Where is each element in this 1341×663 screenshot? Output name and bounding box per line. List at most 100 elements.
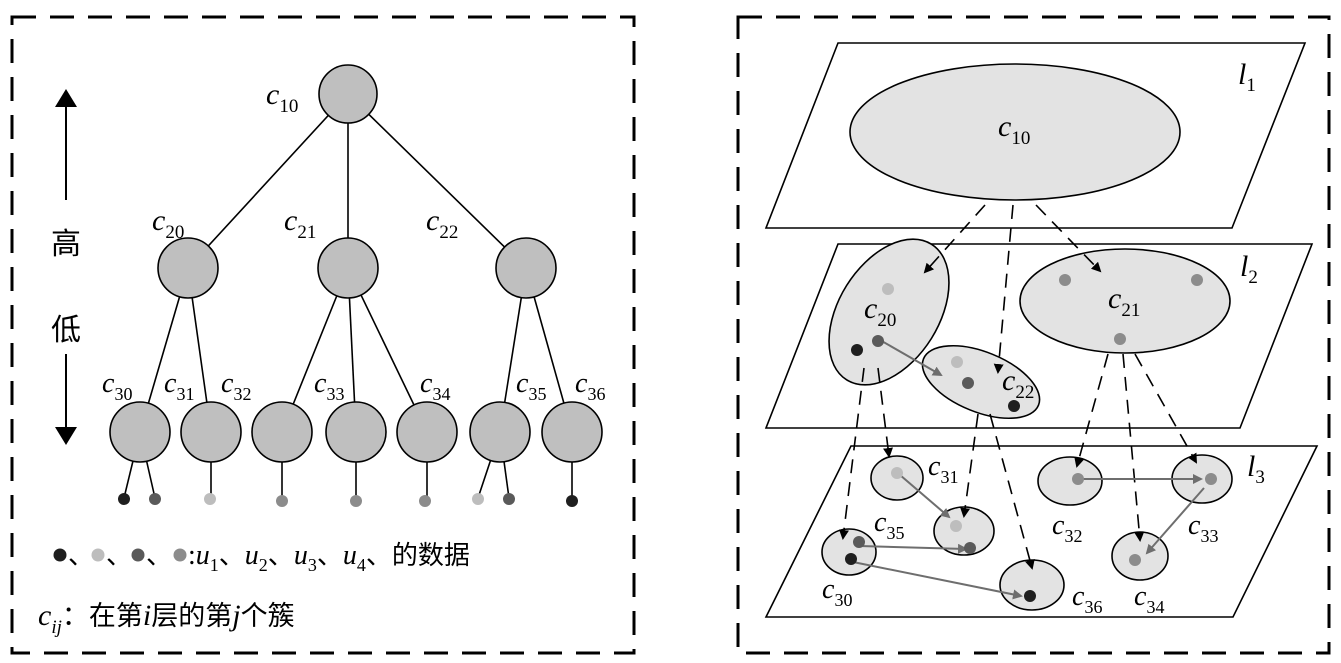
dot-u4 <box>1129 554 1141 566</box>
node-c35 <box>469 401 531 463</box>
legend-sep: 、 <box>146 541 172 571</box>
label-c32: c32 <box>221 368 251 404</box>
dot-u1 <box>1008 400 1020 412</box>
label-c35: c35 <box>516 368 546 404</box>
data-arrows <box>852 339 1205 600</box>
arrow-c33-c34 <box>1145 487 1205 555</box>
edge-c10-c20 <box>187 93 349 269</box>
cluster-c21 <box>1019 248 1231 354</box>
legend-dot-u1 <box>53 548 67 562</box>
label-c22: c22 <box>1002 364 1034 403</box>
arrow-c30-c36 <box>852 561 1023 600</box>
leaf-dot-u4 <box>419 495 431 507</box>
leaf-dot-u3 <box>149 493 161 505</box>
label-c35: c35 <box>874 507 904 543</box>
tree-labels: c10 c20 c21 c22 c30 c31 c32 c33 c34 c35 … <box>102 78 605 404</box>
label-c33: c33 <box>314 368 344 404</box>
node-c21 <box>317 237 379 299</box>
legend: 、 、 、 :u1、u2、u3、u4、的数据 <box>53 540 470 575</box>
legend-sep: 、 <box>106 541 132 571</box>
leaf-dot-u4 <box>350 495 362 507</box>
leaf-dot-u3 <box>503 493 515 505</box>
arrow-c10-c22 <box>993 204 1014 374</box>
arrow-c20-c31 <box>877 367 893 458</box>
arrow-c22-c35 <box>960 413 979 518</box>
label-c31: c31 <box>164 368 194 404</box>
dot-u1 <box>851 344 863 356</box>
leaf-dot-u2 <box>472 493 484 505</box>
label-c34: c34 <box>420 368 450 404</box>
cluster-dots <box>845 274 1217 602</box>
dot-u4 <box>1191 274 1203 286</box>
label-c20: c20 <box>152 204 184 243</box>
edge-c10-c22 <box>347 93 527 269</box>
legend-dot-u3 <box>131 548 145 562</box>
node-c33 <box>325 401 387 463</box>
label-c20: c20 <box>864 292 896 331</box>
dot-u3 <box>853 536 865 548</box>
arrow-c31-c35 <box>899 474 951 519</box>
arrow-c30-c35 <box>859 543 968 554</box>
node-c10 <box>318 64 378 124</box>
leaf-dot-u1 <box>118 493 130 505</box>
tree-nodes <box>109 64 603 463</box>
dot-u2 <box>882 283 894 295</box>
label-l2: l2 <box>1240 250 1258 288</box>
label-c32: c32 <box>1052 510 1082 546</box>
label-c36: c36 <box>575 368 605 404</box>
dot-u3 <box>962 377 974 389</box>
cluster-c35 <box>933 506 995 556</box>
node-c32 <box>251 401 313 463</box>
label-c30: c30 <box>102 368 132 404</box>
label-c30: c30 <box>822 574 852 610</box>
node-c34 <box>396 401 458 463</box>
definition-text: cij：在第i层的第j个簇 <box>38 599 295 638</box>
node-c22 <box>495 237 557 299</box>
left-panel-border <box>10 15 636 655</box>
level-axis: 高 低 <box>51 89 81 445</box>
node-c20 <box>157 237 219 299</box>
cluster-c36 <box>999 559 1065 611</box>
dot-u4 <box>1059 274 1071 286</box>
legend-text: :u1、u2、u3、u4、的数据 <box>188 540 470 575</box>
leaf-dots <box>118 493 578 507</box>
right-panel: l1 l2 l3 c10 c20 c21 c22 c31 c35 c32 c33… <box>736 15 1331 655</box>
arrow-c10-c21 <box>1035 204 1102 273</box>
label-c21: c21 <box>1108 282 1140 321</box>
arrow-c21-c33 <box>1134 353 1197 464</box>
label-c36: c36 <box>1072 581 1102 617</box>
dot-u1 <box>845 553 857 565</box>
label-c10: c10 <box>998 110 1030 149</box>
arrow-c20-c22 <box>879 339 943 376</box>
arrow-c21-c32 <box>1074 353 1109 468</box>
dot-u4 <box>1114 333 1126 345</box>
dot-u2 <box>950 520 962 532</box>
axis-low-label: 低 <box>51 313 81 348</box>
node-c30 <box>109 401 171 463</box>
leaf-dot-u1 <box>566 495 578 507</box>
legend-dot-u4 <box>173 548 187 562</box>
dot-u3 <box>964 542 976 554</box>
node-c31 <box>180 401 242 463</box>
label-l3: l3 <box>1247 450 1265 488</box>
right-panel-border <box>736 15 1331 655</box>
dot-u1 <box>1024 590 1036 602</box>
arrow-c22-c36 <box>989 413 1035 570</box>
legend-dot-u2 <box>91 548 105 562</box>
label-c22: c22 <box>426 204 458 243</box>
label-c31: c31 <box>928 451 958 487</box>
definition: cij：在第i层的第j个簇 <box>38 599 295 638</box>
axis-high-label: 高 <box>51 227 81 262</box>
left-panel: c10 c20 c21 c22 c30 c31 c32 c33 c34 c35 … <box>10 15 636 655</box>
dot-u4 <box>1205 473 1217 485</box>
dot-u2 <box>891 467 903 479</box>
cluster-c32 <box>1037 456 1103 506</box>
legend-sep: 、 <box>68 541 94 571</box>
label-l1: l1 <box>1238 58 1256 96</box>
label-c34: c34 <box>1134 581 1164 617</box>
leaf-dot-u4 <box>276 495 288 507</box>
arrow-c21-c34 <box>1122 353 1145 542</box>
arrow-c20-c30 <box>839 367 865 540</box>
dot-u2 <box>951 356 963 368</box>
